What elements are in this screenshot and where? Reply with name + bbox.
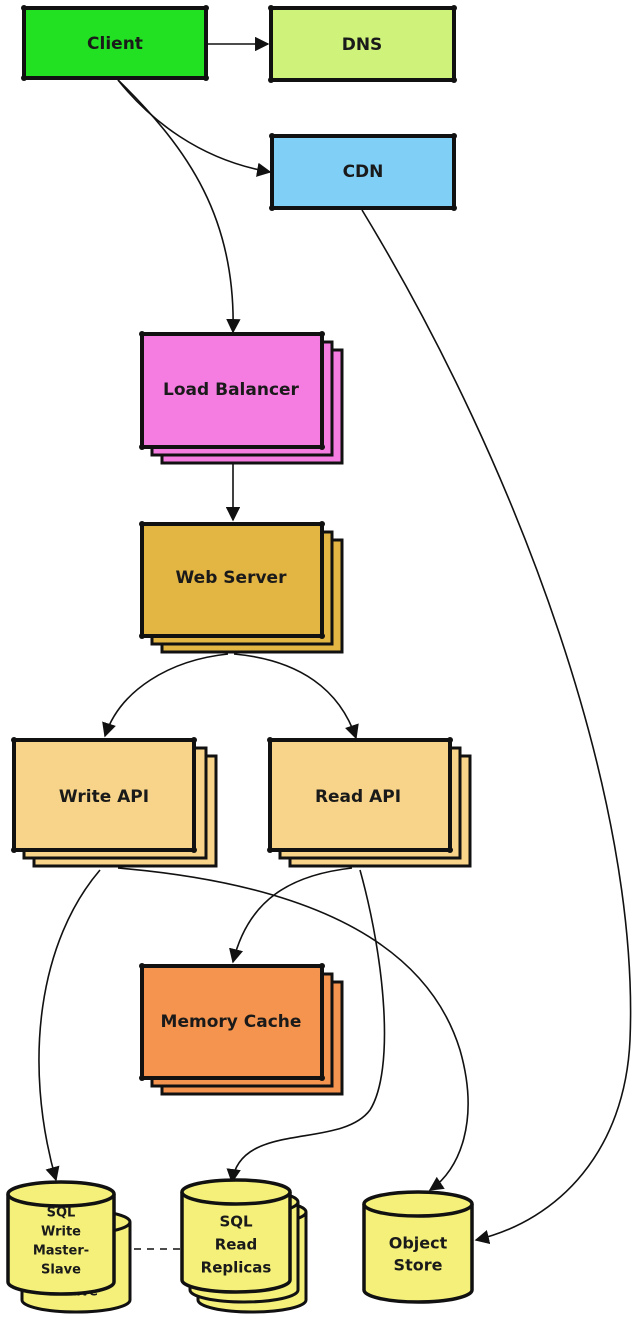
object-store-cylinder [362, 1204, 474, 1304]
client-box [22, 6, 208, 80]
node-object-store: Object Store [362, 1190, 474, 1304]
sql-write-label-line-1: SQL [47, 1206, 76, 1221]
sql-write-label-line-3: Master- [33, 1244, 89, 1259]
memory-cache-label: Memory Cache [161, 1012, 302, 1032]
sql-read-label-line-3: Replicas [201, 1259, 272, 1277]
dns-label: DNS [342, 35, 383, 55]
object-store-label-line-1: Object [389, 1234, 448, 1253]
node-web-server: Web Server [139, 521, 344, 654]
node-dns: DNS [268, 5, 457, 83]
node-read-api: Read API [267, 737, 472, 868]
edge-read-api-sql-read [226, 869, 386, 1184]
load-balancer-box [140, 332, 324, 449]
edge-read-api-memory-cache [229, 867, 353, 964]
node-sql-write: Slave SQL Write Master- Slave [6, 1180, 132, 1314]
node-sql-read: SQL Read Replicas [180, 1178, 308, 1314]
load-balancer-label: Load Balancer [163, 380, 300, 400]
edge-client-cdn [117, 79, 272, 177]
write-api-label: Write API [59, 787, 149, 807]
sql-read-label-line-1: SQL [219, 1213, 253, 1231]
dns-box [269, 6, 456, 82]
memory-cache-box [140, 964, 324, 1080]
edge-write-api-object-store [117, 867, 469, 1191]
sql-write-front-cylinder [6, 1194, 116, 1296]
node-memory-cache: Memory Cache [139, 963, 344, 1096]
read-api-label: Read API [315, 787, 401, 807]
cdn-box [270, 134, 456, 210]
node-cdn: CDN [269, 133, 457, 211]
node-load-balancer: Load Balancer [139, 331, 344, 465]
edge-web-server-write-api [102, 653, 229, 738]
edge-cdn-object-store [361, 209, 632, 1244]
web-server-box [140, 522, 324, 638]
edge-web-server-read-api [233, 653, 359, 740]
web-server-label: Web Server [176, 568, 288, 588]
write-api-box [12, 738, 196, 852]
object-store-label-line-2: Store [394, 1256, 443, 1275]
edge-client-load-balancer [117, 79, 241, 334]
node-client: Client [21, 5, 209, 81]
sql-write-label-line-4: Slave [41, 1263, 81, 1278]
node-write-api: Write API [11, 737, 218, 868]
edge-write-api-sql-write [38, 869, 101, 1182]
sql-write-label-line-2: Write [41, 1225, 81, 1240]
cdn-label: CDN [343, 162, 384, 182]
sql-read-label-line-2: Read [215, 1236, 258, 1254]
read-api-box [268, 738, 452, 852]
sql-read-cylinder [180, 1192, 292, 1294]
client-label: Client [87, 34, 143, 54]
edges [38, 36, 632, 1250]
